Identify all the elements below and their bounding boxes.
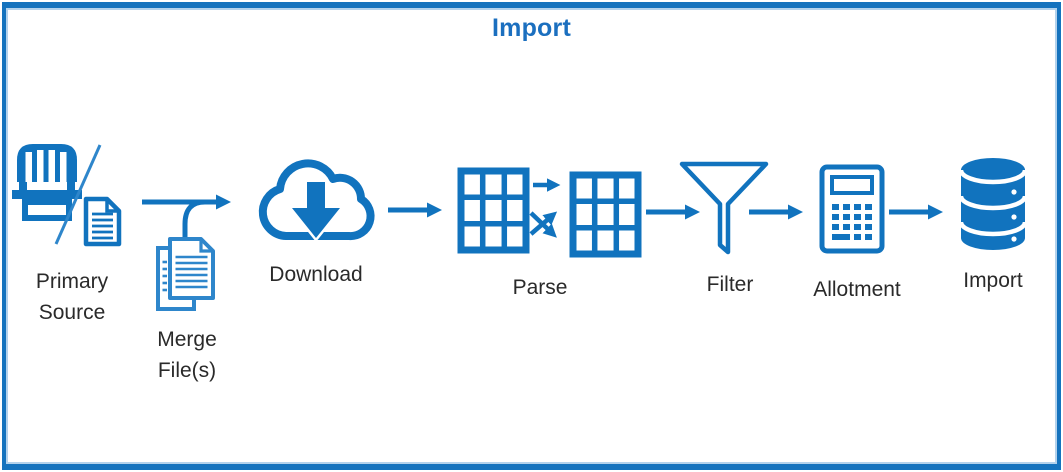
parse-label: Parse	[512, 276, 568, 299]
import-label: Import	[963, 269, 1023, 292]
funnel-icon	[679, 161, 769, 255]
storefront-document-icon	[12, 144, 122, 247]
table-transform-icon	[457, 167, 642, 258]
primary-source-label-line1: Primary	[35, 270, 109, 293]
allotment-label: Allotment	[813, 278, 901, 301]
merge-arrow	[142, 194, 231, 242]
cloud-download-icon	[258, 159, 375, 241]
diagram-title: Import	[492, 14, 571, 42]
connector-arrow	[889, 204, 943, 220]
connector-arrow	[749, 204, 803, 220]
merge-files-label-line2: File(s)	[157, 359, 217, 382]
connector-arrow	[646, 204, 700, 220]
connector-arrow	[388, 202, 442, 218]
merge-files-label: Merge File(s)	[142, 324, 232, 386]
filter-label: Filter	[706, 273, 754, 296]
calculator-icon	[819, 164, 885, 254]
primary-source-label-line2: Source	[38, 301, 106, 324]
primary-source-label: Primary Source	[8, 266, 136, 328]
database-icon	[958, 158, 1028, 250]
stacked-documents-icon	[156, 237, 215, 311]
download-label: Download	[269, 263, 363, 286]
merge-files-label-line1: Merge	[157, 328, 217, 351]
